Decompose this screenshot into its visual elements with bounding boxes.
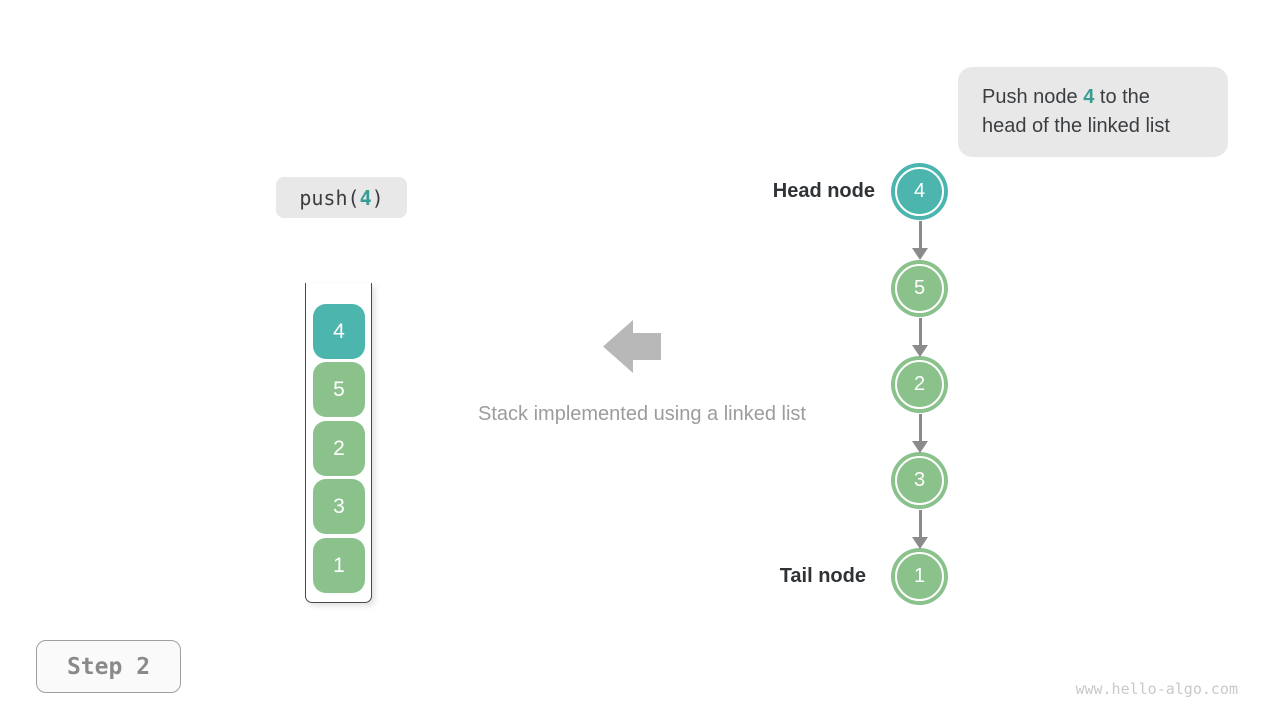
stack-item: 5 [313, 362, 365, 417]
stack-item: 4 [313, 304, 365, 359]
down-arrow-icon [904, 221, 936, 260]
list-node: 5 [895, 264, 944, 313]
step-badge: Step 2 [36, 640, 181, 693]
down-arrow-icon [904, 510, 936, 549]
stack-item: 3 [313, 479, 365, 534]
stack-item: 1 [313, 538, 365, 593]
stack-item-value: 2 [333, 436, 345, 460]
operation-post: ) [371, 185, 384, 210]
caption-text: Stack implemented using a linked list [478, 403, 806, 425]
list-node-value: 3 [913, 469, 926, 491]
callout-text-line1-post: to the [1094, 86, 1150, 108]
stack-item-value: 5 [333, 377, 345, 401]
callout-text-line1-pre: Push node [982, 86, 1084, 108]
list-node-value: 1 [913, 565, 926, 587]
operation-pre: push( [299, 185, 360, 210]
list-node: 4 [895, 167, 944, 216]
list-node: 2 [895, 360, 944, 409]
list-node: 3 [895, 456, 944, 505]
list-node-value: 5 [913, 277, 926, 299]
stack-item-value: 4 [333, 319, 345, 343]
down-arrow-icon [904, 414, 936, 453]
stack-item-value: 3 [333, 494, 345, 518]
list-node-value: 2 [913, 373, 926, 395]
stack-item: 2 [313, 421, 365, 476]
tail-node-label: Tail node [779, 565, 866, 587]
down-arrow-icon [904, 318, 936, 357]
push-operation-label: push(4) [276, 177, 407, 218]
operation-number: 4 [359, 185, 372, 210]
callout-bubble: Push node 4 to the head of the linked li… [958, 67, 1228, 157]
left-arrow-icon [603, 320, 661, 373]
head-node-label: Head node [772, 180, 875, 202]
callout-highlight-number: 4 [1083, 86, 1095, 108]
list-node: 1 [895, 552, 944, 601]
list-node-value: 4 [913, 180, 926, 202]
callout-text-line2: head of the linked list [982, 115, 1170, 137]
watermark: www.hello-algo.com [1075, 680, 1238, 698]
stack-item-value: 1 [333, 553, 345, 577]
